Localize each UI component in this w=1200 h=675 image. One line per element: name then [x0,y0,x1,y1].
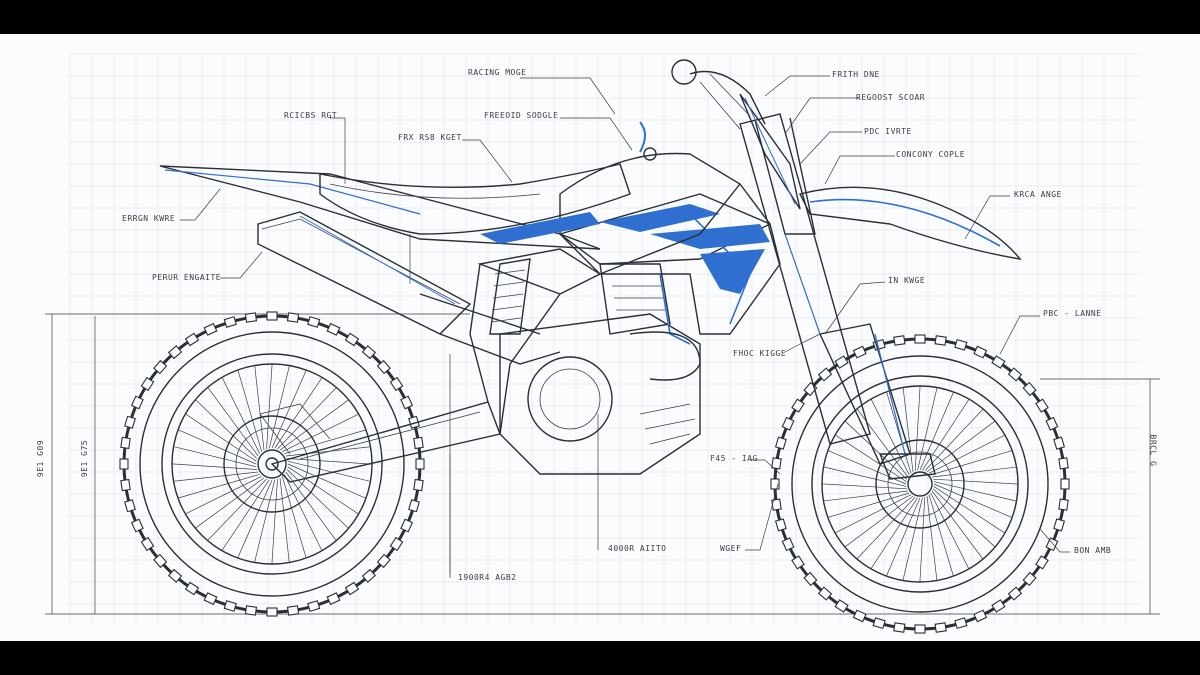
callout-label: 1900R4 AGB2 [458,573,517,582]
callout-label: FREEOID SODGLE [484,111,559,120]
engine [499,263,701,475]
callout-label: IN KWGE [888,276,926,285]
callout-label: CONCONY COPLE [896,150,966,159]
front-fender [798,186,1022,260]
rear-shock [489,258,531,335]
rear-wheel [119,311,425,617]
handlebars [671,59,766,130]
callout-label: PDC IVRTE [864,127,912,136]
callout-label: FRX RS8 KGET [398,133,462,142]
blueprint-sheet: RACING MOGE FRITH DNE REGOOST SCOAR RCIC… [0,34,1200,641]
rear-brake-disc [223,415,321,513]
callout-label: 4000R AIITO [608,544,667,553]
callout-label: RCICBS RGT [284,111,338,120]
frame [419,183,741,435]
callout-label: RACING MOGE [468,68,527,77]
callout-label: REGOOST SCOAR [856,93,926,102]
callout-leaders [180,75,1070,578]
callout-label: FHOC KIGGE [733,349,787,358]
dimension-label-right: BRCL G [1148,434,1158,467]
number-plate [739,93,801,210]
callout-label: F45 - IAG [710,454,758,463]
front-brake-disc [875,439,965,529]
dimension-label-left-inner: 9E1 G75 [80,439,90,478]
front-wheel [770,334,1070,634]
rear-fender [159,165,601,250]
callout-label: WGEF [720,544,742,553]
front-fork [739,113,936,480]
callout-label: PBC - LANNE [1043,309,1102,318]
callout-label: PERUR ENGAITE [152,273,222,282]
dirt-bike-drawing [45,59,1160,634]
callout-label: ERRGN KWRE [122,214,176,223]
seat [319,163,631,235]
callout-label: FRITH DNE [832,70,880,79]
dimension-label-left-outer: 9E1 G09 [36,439,46,478]
callout-label: KRCA ANGE [1014,190,1062,199]
callout-label: BON AMB [1074,546,1112,555]
exhaust-muffler [257,211,561,365]
grid-background [69,53,1140,624]
